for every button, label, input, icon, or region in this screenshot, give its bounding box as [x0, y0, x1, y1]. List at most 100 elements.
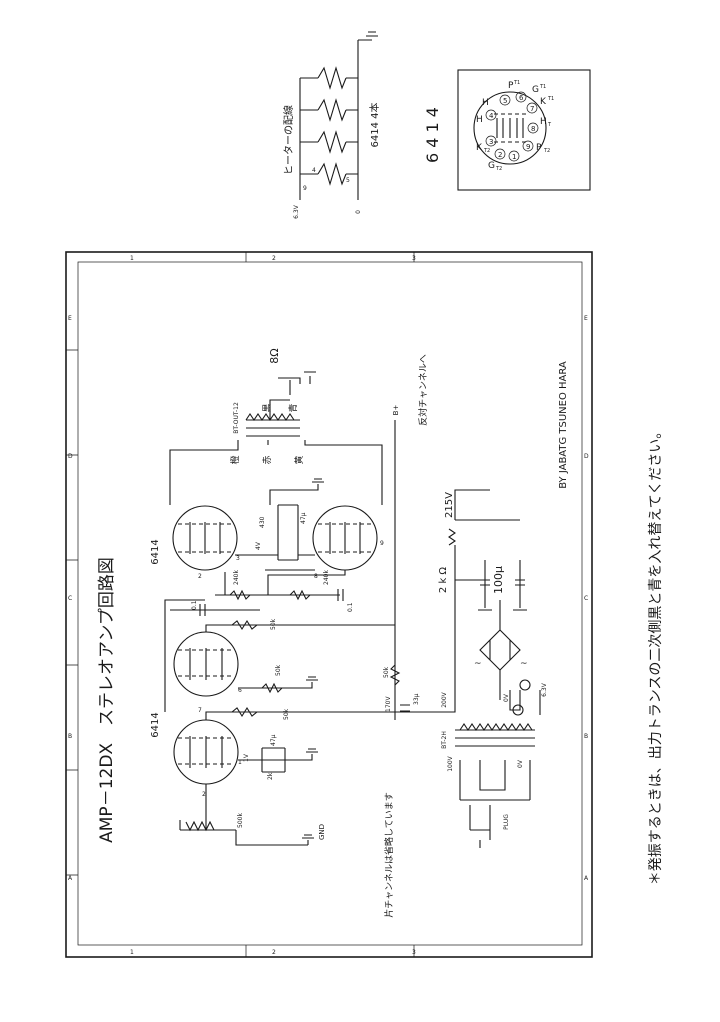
- output-transformer-labels: BT-OUT-12 黒 青 8Ω 橙 赤 黄: [229, 348, 305, 464]
- pin-num-7a: 7: [198, 707, 202, 714]
- ot-black: 黒: [262, 403, 273, 412]
- circuit-wiring: [164, 371, 541, 848]
- pt-model: BT-2H: [441, 731, 448, 749]
- label-vol: 500k: [237, 813, 244, 828]
- ot-red: 赤: [262, 455, 273, 464]
- bridge-ac-1: ~: [474, 659, 482, 669]
- tube-v1-label: 6414: [150, 712, 161, 737]
- label-100u: 100μ: [492, 566, 505, 594]
- pin-num-2b: 2: [198, 573, 202, 580]
- label-50k-a: 50k: [283, 708, 290, 720]
- heater-0: 0: [355, 210, 362, 214]
- ot-model: BT-OUT-12: [233, 402, 240, 434]
- ot-ohm: 8Ω: [268, 348, 281, 363]
- heater-tubes: 6414 4本: [368, 103, 381, 148]
- label-47u: 47μ: [270, 734, 277, 746]
- pin-sub-3: T1: [547, 96, 554, 102]
- label-gnd: GND: [318, 824, 326, 840]
- pin-label-p1: P: [508, 81, 514, 91]
- pin-num-3b: 3: [236, 555, 240, 562]
- grid-col-e2: E: [584, 315, 588, 322]
- grid-col-a2: A: [584, 875, 589, 882]
- pin-num-9b: 9: [380, 540, 384, 547]
- grid-row-2: 2: [272, 255, 276, 262]
- note-other-channel: 反対チャンネルへ: [417, 354, 429, 426]
- label-2k: 2k: [267, 772, 274, 780]
- ot-yellow: 黄: [293, 455, 305, 464]
- tube-v3: [172, 505, 238, 571]
- pt-100v: 100V: [447, 755, 454, 771]
- pin-label-k1: K: [540, 97, 547, 107]
- label-1v: 1V: [243, 753, 250, 762]
- pt-200v: 200V: [441, 691, 448, 707]
- label-240k-a: 240k: [233, 570, 240, 585]
- pin-8: 8: [531, 125, 535, 133]
- grid-col-d2: D: [584, 453, 589, 460]
- plug-label: PLUG: [503, 814, 510, 830]
- pin-4: 4: [489, 112, 494, 120]
- tube-v4: [312, 505, 378, 571]
- grid-row-3: 3: [412, 255, 416, 262]
- label-01-a: 0.1: [191, 600, 198, 610]
- author-credit: BY JABATG TSUNEO HARA: [558, 361, 569, 489]
- label-bplus: B+: [392, 405, 400, 416]
- pin-6: 6: [519, 94, 524, 102]
- tube-v2: [173, 631, 239, 697]
- label-215v: 215V: [444, 492, 455, 518]
- pin-sub-7: T2: [543, 148, 550, 154]
- pin-label-p2: P: [536, 143, 542, 153]
- pin-num-8b: 8: [314, 573, 318, 580]
- label-50k-c: 50k: [270, 618, 277, 630]
- pin-1: 1: [512, 153, 516, 161]
- pin-label-h: H: [482, 98, 489, 108]
- label-4v: 4V: [255, 541, 262, 550]
- label-2kohm: 2 k Ω: [438, 567, 449, 594]
- label-50k-b: 50k: [275, 664, 282, 676]
- pin-sub-5: T2: [483, 148, 490, 154]
- pin-label-g2: G: [488, 161, 495, 171]
- power-supply-labels: BT-2H 200V 0V 100V 0V 6.3V PLUG ~ ~: [441, 659, 548, 830]
- pin-sub-6: T2: [495, 166, 502, 172]
- grid-row-2b: 2: [272, 949, 276, 956]
- label-430: 430: [259, 516, 266, 528]
- pin-label-h3: H: [476, 115, 483, 125]
- grid-col-b: B: [68, 733, 72, 740]
- pin-num-2a: 2: [202, 791, 206, 798]
- grid-col-c2: C: [584, 595, 588, 602]
- grid-col-b2: B: [584, 733, 588, 740]
- pin-5: 5: [503, 97, 507, 105]
- oscillation-note: ＊発振するときは、出力トランスの二次側黒と青を入れ替えてください。: [648, 425, 664, 886]
- label-240k-b: 240k: [323, 570, 330, 585]
- label-50k-d: 50k: [383, 666, 390, 678]
- pin-label-g1: G: [532, 85, 539, 95]
- heater-pin9: 9: [303, 185, 307, 192]
- label-170v: 170V: [385, 696, 392, 712]
- label-33u: 33μ: [413, 693, 420, 705]
- schematic-title: AMP－12DX ステレオアンプ回路図: [97, 557, 117, 843]
- grid-row-1: 1: [130, 255, 134, 262]
- note-omitted: 片チャンネルは省略しています: [383, 792, 395, 917]
- pin-num-1a: 1: [238, 759, 242, 766]
- pin-2: 2: [498, 151, 502, 159]
- part-labels: 500k 1V 47μ 2k 50k 50k 50k 50k 0.1 0.1 2…: [191, 405, 505, 840]
- pin-sub-2: T1: [539, 84, 546, 90]
- pin-7: 7: [530, 105, 534, 113]
- pinout-tube-label: 6 4 1 4: [423, 107, 442, 163]
- label-47u-b: 47μ: [300, 512, 307, 524]
- heater-wiring: ヒーターの配線 6414 4本 6.3V 0 4 9 5: [282, 31, 381, 219]
- drawing-frame: E D C B A E D C B A 1 2 3 1 2 3: [65, 251, 593, 958]
- grid-col-d: D: [68, 453, 73, 460]
- pin-label-h2: H: [540, 117, 547, 127]
- bridge-ac-2: ~: [520, 659, 528, 669]
- heater-title: ヒーターの配線: [282, 105, 295, 175]
- ot-orange: 橙: [229, 455, 241, 464]
- grid-col-a: A: [68, 875, 73, 882]
- ot-blue: 青: [287, 403, 299, 412]
- heater-pin5: 5: [346, 177, 350, 184]
- heater-63v: 6.3V: [293, 204, 300, 219]
- tube-pinout: 6 4 1 4 3 4 5 6 7 8 9 1 2 H P G K H H K …: [423, 69, 591, 191]
- pin-num-6a: 6: [238, 687, 242, 694]
- grid-row-1b: 1: [130, 949, 134, 956]
